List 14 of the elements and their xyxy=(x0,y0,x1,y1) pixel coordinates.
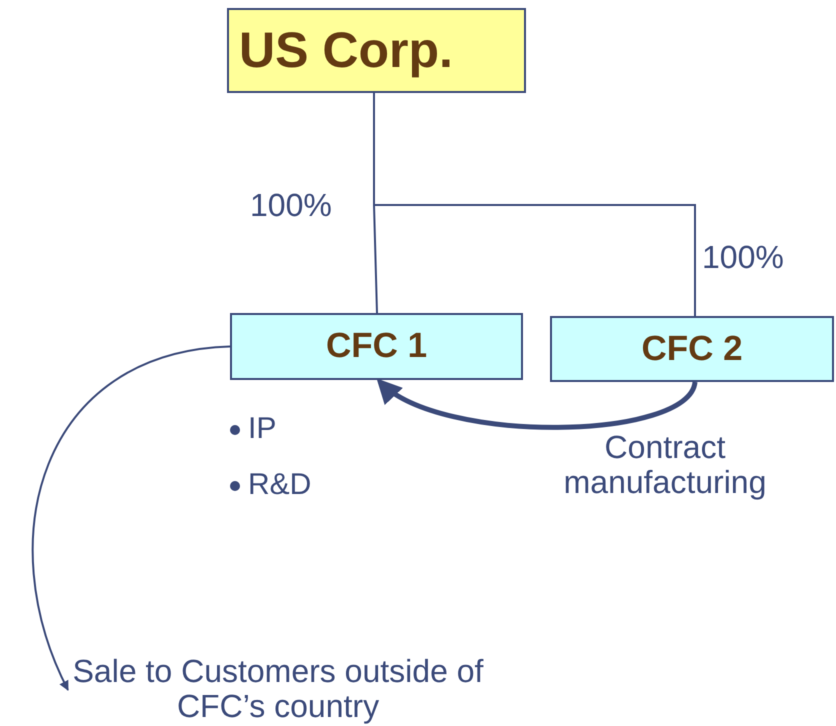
edge-label: Contract manufacturing xyxy=(562,430,768,500)
bullet-item: IP xyxy=(248,412,276,446)
arrow xyxy=(376,378,698,430)
entity-name: US Corp. xyxy=(239,23,453,78)
entity-box xyxy=(227,8,526,93)
entity-box xyxy=(230,313,523,380)
entity-name: CFC 2 xyxy=(641,330,743,368)
entity-name: CFC 1 xyxy=(326,327,428,366)
entity-box xyxy=(550,316,834,382)
arrow xyxy=(32,346,230,691)
destination-text: Sale to Customers outside of CFC’s country xyxy=(72,654,484,724)
bullet-item: R&D xyxy=(248,468,312,502)
edge-label: 100% xyxy=(250,188,333,224)
edge-label: 100% xyxy=(702,240,785,276)
